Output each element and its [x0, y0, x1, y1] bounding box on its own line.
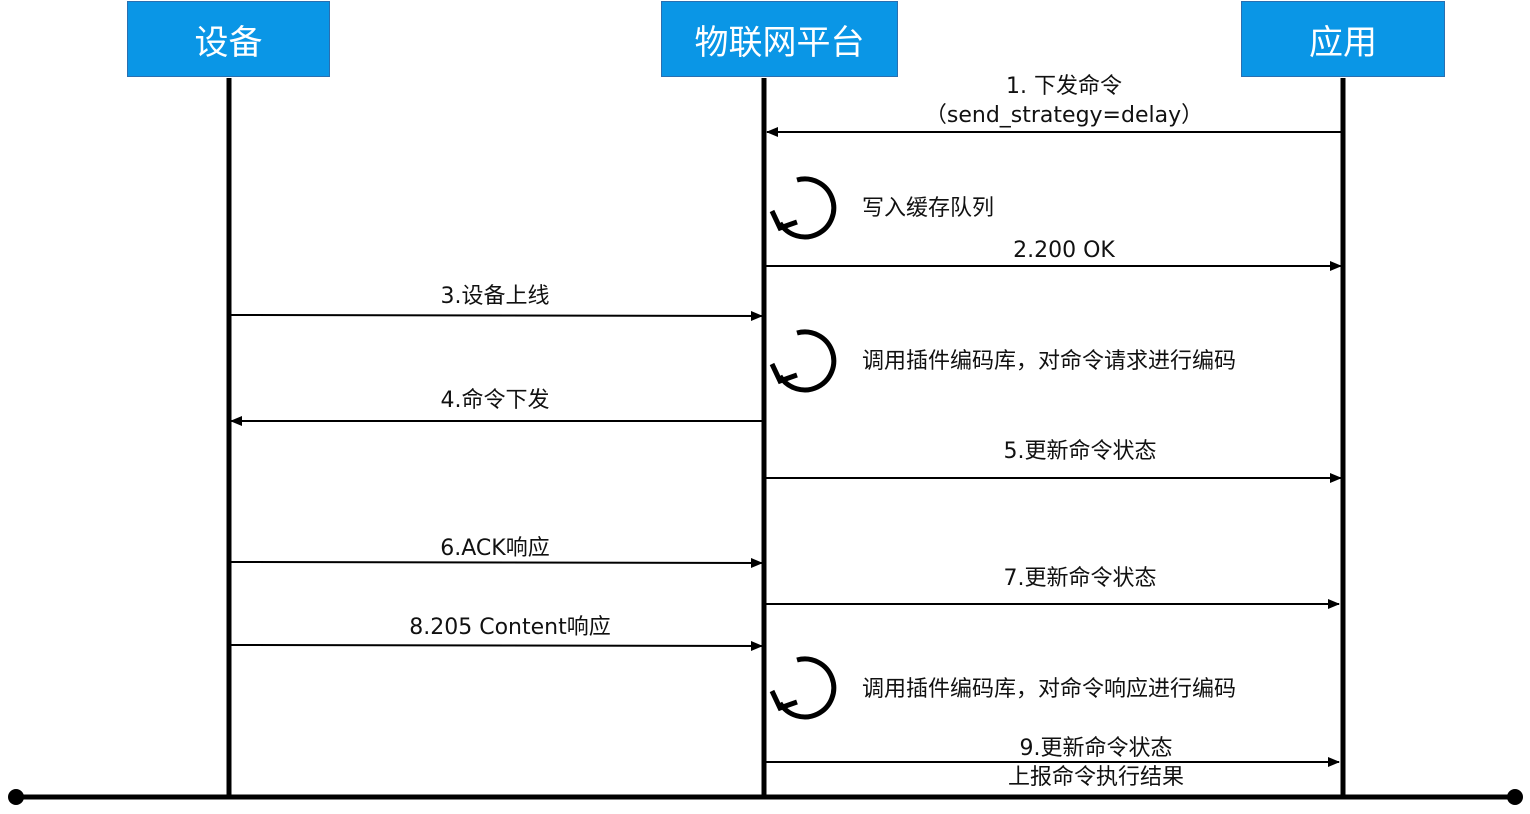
loop-icon — [769, 656, 837, 720]
step9-label: 9.更新命令状态 — [1019, 736, 1173, 761]
step8-label: 8.205 Content响应 — [409, 615, 611, 640]
step7-label: 7.更新命令状态 — [1003, 566, 1157, 591]
step4-label: 4.命令下发 — [440, 388, 550, 413]
step6-label: 6.ACK响应 — [440, 536, 550, 561]
loop-icon — [769, 176, 837, 240]
arrow-step8-205-content — [230, 640, 763, 651]
self-call-encode-request-label: 调用插件编码库，对命令请求进行编码 — [862, 349, 1237, 374]
step1-strategy-label: （send_strategy=delay） — [924, 103, 1204, 128]
step2-label: 2.200 OK — [1013, 238, 1115, 263]
participant-application: 应用 — [1241, 1, 1445, 77]
arrow-step6-ack — [230, 557, 763, 568]
step5-label: 5.更新命令状态 — [1003, 439, 1157, 464]
participant-device: 设备 — [127, 1, 330, 77]
participant-iot-platform: 物联网平台 — [661, 1, 898, 77]
timeline-start-dot — [8, 789, 24, 805]
step3-label: 3.设备上线 — [440, 284, 550, 309]
self-call-write-cache-label: 写入缓存队列 — [862, 196, 995, 221]
step1-label: 1. 下发命令 — [1006, 74, 1122, 99]
loop-icon — [769, 329, 837, 393]
self-call-encode-response-label: 调用插件编码库，对命令响应进行编码 — [862, 677, 1237, 702]
step9-report-label: 上报命令执行结果 — [1007, 765, 1185, 790]
arrow-step3-device-online — [230, 310, 763, 321]
timeline-end-dot — [1507, 789, 1523, 805]
